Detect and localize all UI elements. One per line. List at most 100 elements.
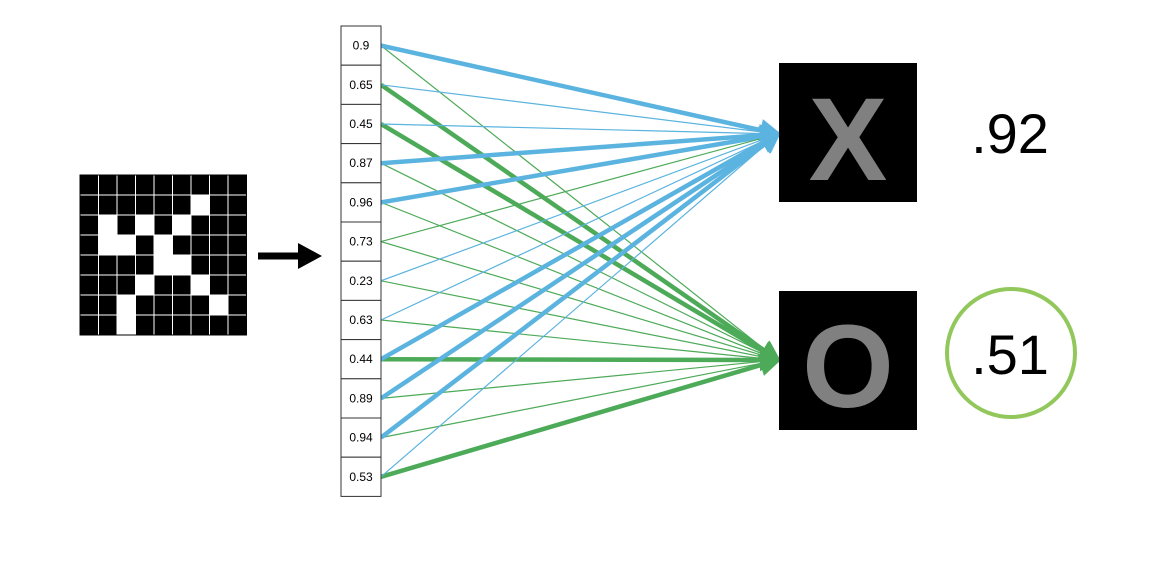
feature-value: 0.63 [349, 313, 373, 327]
pixel-off [98, 314, 118, 336]
connection-o-green [380, 359, 779, 439]
connection-x-blue [380, 84, 779, 135]
pixel-off [227, 274, 247, 296]
pixel-off [190, 174, 210, 196]
feature-value: 0.53 [349, 470, 373, 484]
pixel-off [172, 294, 192, 316]
feature-cell [340, 25, 382, 66]
connection-o-green [380, 348, 783, 372]
pixel-off [153, 274, 173, 296]
pixel-off [227, 294, 247, 316]
pixel-off [153, 314, 173, 336]
output-o-letter: O [802, 301, 894, 433]
connection-o-green [380, 241, 779, 361]
pixel-off [79, 174, 99, 196]
feature-value: 0.94 [349, 431, 373, 445]
highlight-circle [945, 287, 1077, 419]
connection-x-blue [380, 123, 779, 135]
pixel-off [227, 314, 247, 336]
pixel-off [209, 314, 229, 336]
feature-vector: 0.90.650.450.870.960.730.230.630.440.890… [340, 25, 382, 497]
pixel-off [79, 294, 99, 316]
pixel-off [190, 214, 210, 236]
pixel-off [135, 194, 155, 216]
connection-o-green [380, 354, 783, 479]
pixel-off [209, 174, 229, 196]
pixel-off [190, 234, 210, 256]
pixel-off [135, 234, 155, 256]
pixel-on [172, 214, 192, 236]
pixel-off [209, 274, 229, 296]
pixel-on [190, 194, 210, 216]
pixel-off [98, 174, 118, 196]
pixel-on [98, 214, 118, 236]
pixel-off [172, 174, 192, 196]
pixel-on [98, 234, 118, 256]
pixel-off [172, 194, 192, 216]
pixel-off [135, 314, 155, 336]
pixel-off [153, 214, 173, 236]
connection-x-blue [379, 131, 782, 362]
connection-x-blue [380, 133, 779, 321]
pixel-on [153, 254, 173, 276]
feature-value: 0.96 [349, 195, 373, 209]
connection-o-green [380, 45, 779, 361]
pixel-off [209, 194, 229, 216]
feature-cell [340, 417, 382, 458]
connection-x-blue [380, 43, 783, 142]
pixel-on [116, 314, 136, 336]
connection-x-blue [380, 124, 783, 166]
pixel-off [98, 274, 118, 296]
output-o-box [779, 291, 917, 430]
grid-border [79, 174, 247, 336]
feature-value: 0.87 [349, 156, 373, 170]
pixel-off [116, 254, 136, 276]
feature-cell [340, 221, 382, 262]
connection-o-green [380, 359, 779, 399]
pixel-off [79, 274, 99, 296]
feature-cell [340, 260, 382, 301]
feature-cell [340, 299, 382, 341]
pixel-off [172, 234, 192, 256]
pixel-off [79, 194, 99, 216]
feature-cell [340, 103, 382, 145]
connection-x-blue [379, 131, 782, 440]
pixel-off [227, 214, 247, 236]
connection-x-blue [380, 133, 779, 478]
connection-x-green [380, 133, 779, 243]
output-x-score: .92 [971, 102, 1049, 165]
feature-value: 0.9 [353, 39, 370, 53]
pixel-on [116, 294, 136, 316]
feature-cell [340, 64, 382, 105]
pixel-off [116, 194, 136, 216]
feature-value: 0.45 [349, 117, 373, 131]
feature-cell [340, 143, 382, 184]
pixel-off [135, 294, 155, 316]
output-x-box [779, 63, 917, 202]
feature-value: 0.73 [349, 235, 373, 249]
feature-value: 0.89 [349, 391, 373, 405]
connection-lines [379, 43, 783, 479]
pixel-off [98, 254, 118, 276]
pixel-off [79, 214, 99, 236]
pixel-on [172, 254, 192, 276]
pixel-off [209, 254, 229, 276]
pixel-off [116, 274, 136, 296]
connection-o-green [380, 280, 779, 361]
pixel-on [190, 274, 210, 296]
pixel-off [227, 174, 247, 196]
arrowhead-x [762, 124, 782, 144]
pixel-off [227, 194, 247, 216]
pixel-on [135, 214, 155, 236]
pixel-off [190, 294, 210, 316]
pixel-off [190, 314, 210, 336]
pixel-off [227, 234, 247, 256]
connection-x-blue [380, 133, 779, 282]
pixel-off [190, 254, 210, 276]
pixel-off [135, 174, 155, 196]
pixel-off [153, 174, 173, 196]
pixel-on [209, 294, 229, 316]
pixel-off [153, 194, 173, 216]
pixel-on [153, 234, 173, 256]
